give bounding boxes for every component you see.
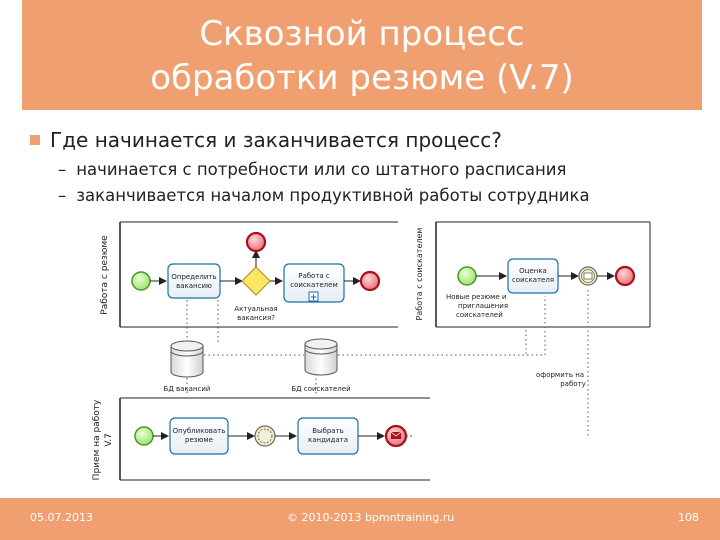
- hire-note-2: работу: [560, 380, 586, 388]
- subprocess-marker-icon: [308, 291, 319, 302]
- invite-label-3: соискателей: [456, 311, 503, 319]
- pool-hiring-label-1: Прием на работу: [92, 399, 102, 480]
- start-event-icon: [131, 271, 151, 291]
- start-event-icon: [134, 426, 154, 446]
- gateway-label-2: вакансия?: [237, 314, 275, 322]
- sub-bullet-start: –начинается с потребности или со штатног…: [58, 160, 566, 179]
- task-work-text-2: соискателем: [290, 281, 338, 289]
- footer-copyright: © 2010-2013 bpmntraining.ru: [287, 511, 455, 524]
- end-event-icon: [359, 270, 381, 292]
- envelope-icon: [583, 272, 593, 280]
- sub-bullet-end: –заканчивается началом продуктивной рабо…: [58, 186, 590, 205]
- intermediate-event-inner-ring: [581, 269, 595, 283]
- task-work-text-1: Работа с: [298, 272, 330, 280]
- dash: –: [58, 186, 67, 205]
- task-publish-text-2: резюме: [185, 436, 213, 444]
- end-event-icon: [245, 231, 267, 253]
- sub-bullet-text: заканчивается началом продуктивной работ…: [76, 186, 590, 205]
- end-event-icon: [614, 265, 636, 287]
- task-assess-text-1: Оценка: [519, 267, 547, 275]
- hire-note-1: оформить на: [536, 371, 584, 379]
- task-define-text-2: вакансию: [176, 282, 212, 290]
- footer-date: 05.07.2013: [30, 511, 93, 524]
- invite-label-2: приглашения: [458, 302, 508, 310]
- bullet-text: Где начинается и заканчивается процесс?: [50, 128, 502, 152]
- task-choose-text-1: Выбрать: [312, 427, 344, 435]
- bullet-question: Где начинается и заканчивается процесс?: [30, 128, 502, 152]
- pool-applicant-label: Работа с соискателем: [415, 228, 424, 321]
- footer-bar: [0, 498, 720, 540]
- title-line-2: обработки резюме (V.7): [150, 58, 574, 98]
- envelope-flap: [390, 431, 402, 437]
- data-associations: [186, 290, 589, 436]
- gateway-label-1: Актуальная: [234, 305, 277, 313]
- plus-icon: +: [310, 293, 318, 303]
- title-bar: [22, 0, 702, 110]
- footer-page-number: 108: [678, 511, 699, 524]
- slide-title: Сквозной процесс обработки резюме (V.7): [22, 12, 702, 100]
- bpmn-diagram: Работа с резюме Работа с соискателем При…: [92, 221, 651, 481]
- pool-hiring: Прием на работу V.7: [92, 397, 430, 481]
- task-define-text-1: Определить: [171, 273, 216, 281]
- task-publish-text-1: Опубликовать: [173, 427, 226, 435]
- dash: –: [58, 160, 67, 179]
- db-vacancies-label: БД вакансий: [164, 385, 211, 393]
- pool-resume-label: Работа с резюме: [100, 235, 110, 315]
- task-choose-text-2: кандидата: [308, 436, 348, 444]
- sub-bullet-text: начинается с потребности или со штатного…: [76, 160, 567, 179]
- db-applicants-label: БД соискателей: [291, 385, 350, 393]
- invite-label-1: Новые резюме и: [446, 293, 506, 301]
- bullet-marker-icon: [30, 135, 40, 145]
- start-event-icon: [457, 266, 477, 286]
- db-applicants-icon: [304, 338, 338, 376]
- pool-resume: Работа с резюме: [100, 221, 398, 328]
- task-assess-text-2: соискателя: [512, 276, 554, 284]
- pool-hiring-label-2: V.7: [104, 433, 114, 447]
- intermediate-event-inner-ring: [257, 428, 273, 444]
- title-line-1: Сквозной процесс: [199, 14, 525, 54]
- task-define-vacancy: [167, 263, 221, 299]
- db-vacancies-icon: [170, 340, 204, 378]
- pool-applicant: Работа с соискателем: [415, 221, 651, 328]
- gateway-icon: [241, 266, 271, 296]
- task-work-with-applicant: [283, 263, 345, 303]
